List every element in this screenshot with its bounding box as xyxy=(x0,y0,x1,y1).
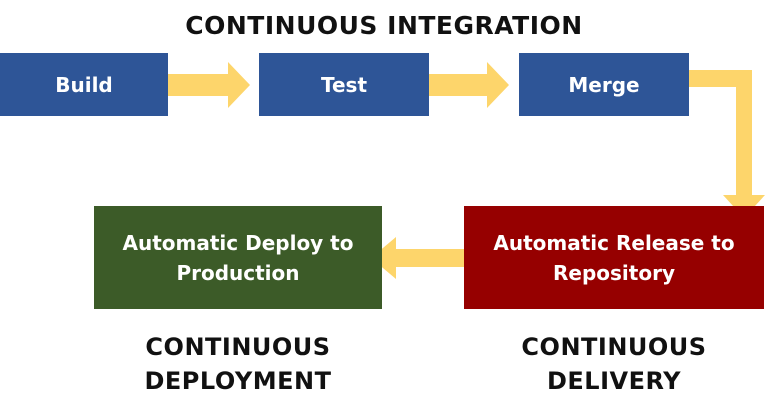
step-automatic-deploy: Automatic Deploy to Production xyxy=(94,206,382,309)
arrow-release-to-deploy xyxy=(371,237,464,279)
arrow-test-to-merge xyxy=(429,62,509,108)
step-merge: Merge xyxy=(519,53,689,116)
step-automatic-release: Automatic Release to Repository xyxy=(464,206,764,309)
step-test-label: Test xyxy=(320,72,367,97)
step-build-label: Build xyxy=(55,72,113,97)
step-automatic-deploy-label: Automatic Deploy to Production xyxy=(122,230,354,285)
continuous-deployment-label: CONTINUOUS DEPLOYMENT xyxy=(108,330,368,398)
continuous-deployment-line-2: DEPLOYMENT xyxy=(144,367,332,395)
continuous-deployment-line-1: CONTINUOUS xyxy=(145,333,331,361)
continuous-delivery-line-2: DELIVERY xyxy=(546,367,682,395)
step-test: Test xyxy=(259,53,429,116)
continuous-delivery-label: CONTINUOUS DELIVERY xyxy=(464,330,764,398)
step-build: Build xyxy=(0,53,168,116)
continuous-delivery-line-1: CONTINUOUS xyxy=(521,333,707,361)
step-merge-label: Merge xyxy=(568,72,640,97)
arrow-merge-to-release xyxy=(689,70,765,218)
step-automatic-release-label: Automatic Release to Repository xyxy=(493,230,735,285)
diagram-title: CONTINUOUS INTEGRATION xyxy=(185,11,583,40)
arrow-build-to-test xyxy=(168,62,250,108)
